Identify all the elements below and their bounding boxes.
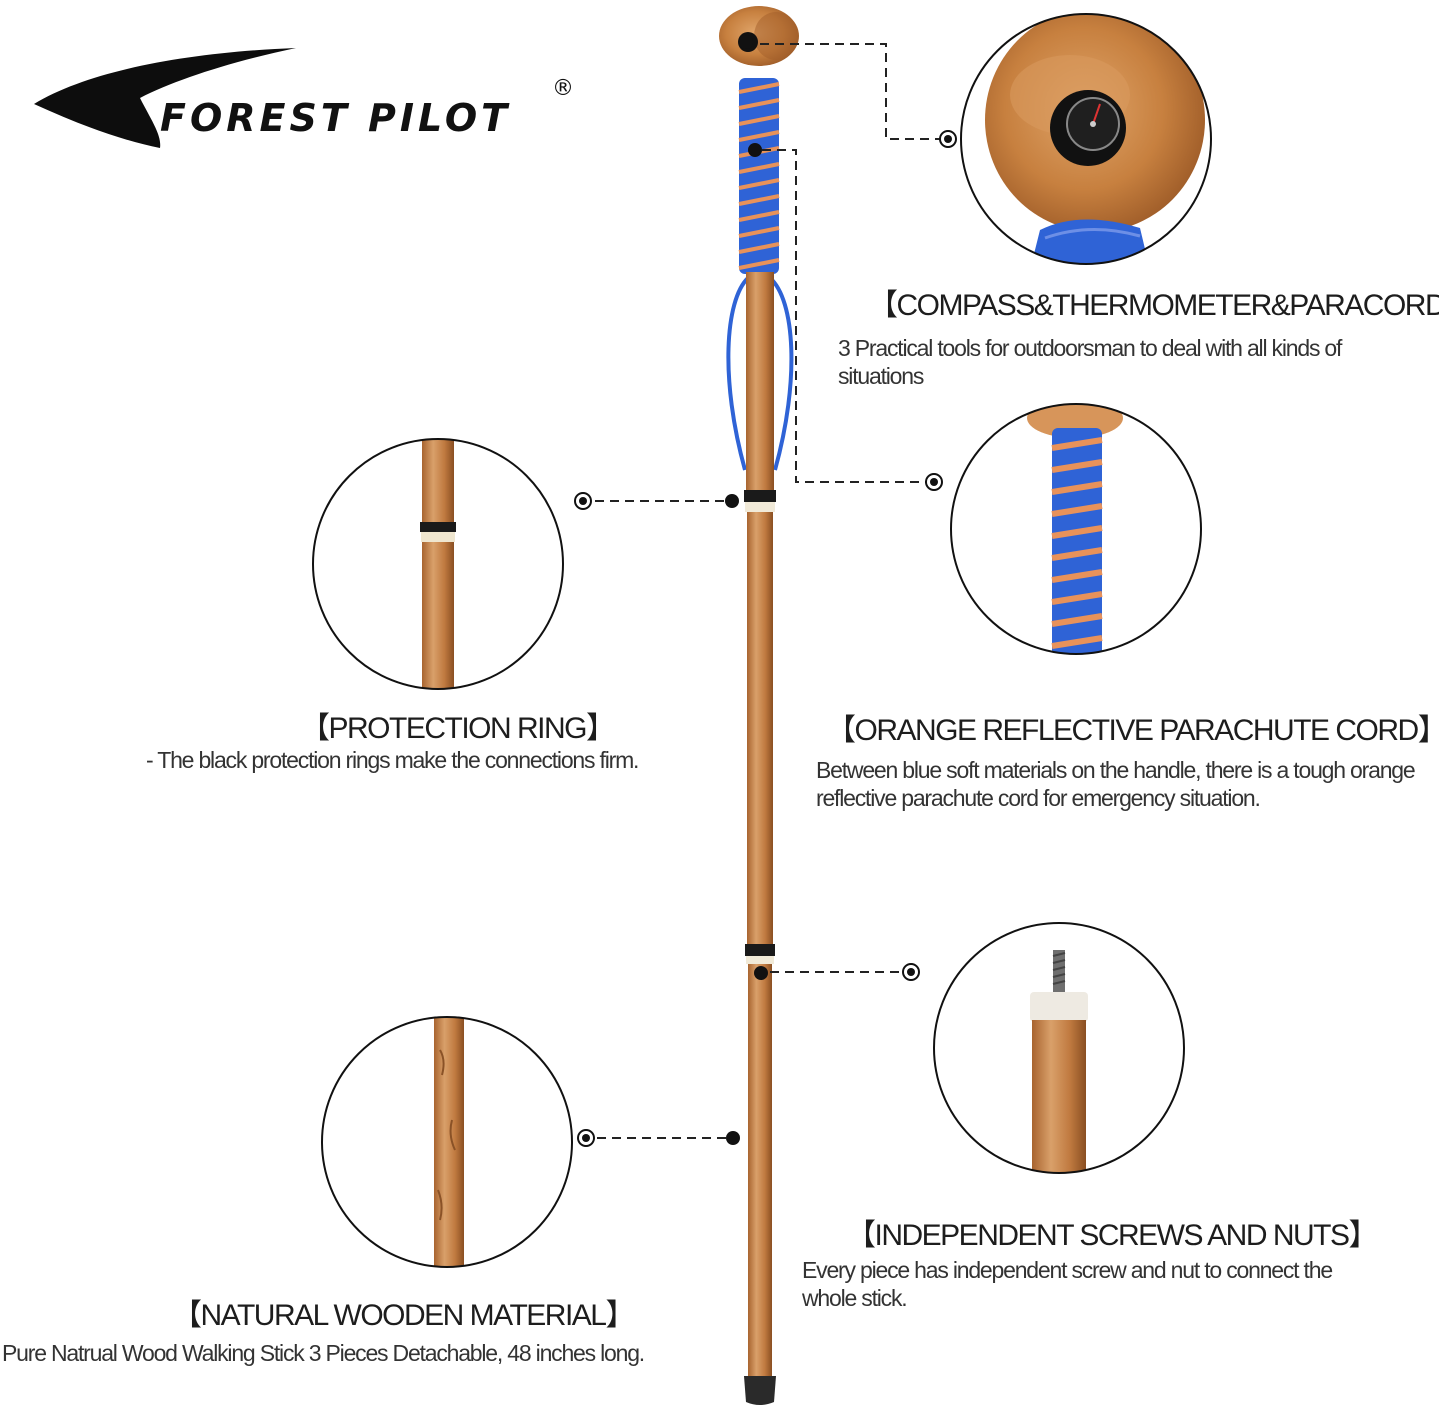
lanyard-loop — [726, 276, 794, 471]
walking-stick — [719, 6, 799, 1405]
registered-mark: ® — [552, 76, 574, 101]
anchor-dot-knob — [739, 35, 753, 49]
detail-screws-nuts — [933, 922, 1185, 1174]
leader-lines — [583, 43, 948, 1139]
feature-desc-wood: Pure Natrual Wood Walking Stick 3 Pieces… — [2, 1340, 645, 1366]
brand-name: FOREST PILOT — [160, 96, 512, 140]
stick-anchor-dots — [725, 35, 768, 1145]
reflective-cord-spiral — [738, 82, 780, 270]
feature-desc-ring: - The black protection rings make the co… — [146, 747, 639, 773]
brand-swoosh-logo — [34, 48, 296, 148]
feature-title-compass: 【COMPASS&THERMOMETER&PARACORD】 — [868, 289, 1439, 322]
feature-desc-screws: Every piece has independent screw and nu… — [802, 1257, 1333, 1311]
feature-desc-paracord: Between blue soft materials on the handl… — [816, 757, 1416, 811]
feature-desc-compass: 3 Practical tools for outdoorsman to dea… — [838, 335, 1342, 389]
shaft-lower — [748, 964, 772, 1376]
leader-compass — [760, 43, 948, 140]
handle-paracord-wrap — [739, 78, 779, 274]
detail-natural-wood — [321, 1016, 573, 1268]
shaft-middle — [747, 512, 773, 944]
callout-end-dots — [574, 130, 957, 1147]
feature-title-screws: 【INDEPENDENT SCREWS AND NUTS】 — [846, 1219, 1379, 1252]
anchor-dot-handle — [748, 143, 762, 157]
protection-ring-upper — [744, 490, 776, 502]
brand-logo — [34, 48, 296, 148]
feature-title-paracord: 【ORANGE REFLECTIVE PARACHUTE CORD】 — [826, 714, 1439, 747]
feature-title-ring: 【PROTECTION RING】 — [300, 712, 616, 745]
detail-protection-ring — [312, 438, 564, 690]
detail-compass-thermometer — [960, 13, 1212, 265]
anchor-dot-wood — [726, 1131, 740, 1145]
shaft-upper — [746, 272, 774, 490]
protection-ring-lower — [745, 944, 775, 956]
rubber-tip — [744, 1376, 776, 1405]
leader-paracord — [762, 149, 934, 483]
anchor-dot-screw — [754, 966, 768, 980]
anchor-dot-ring — [725, 494, 739, 508]
detail-paracord-handle — [950, 403, 1202, 655]
feature-title-wood: 【NATURAL WOODEN MATERIAL】 — [172, 1299, 635, 1332]
